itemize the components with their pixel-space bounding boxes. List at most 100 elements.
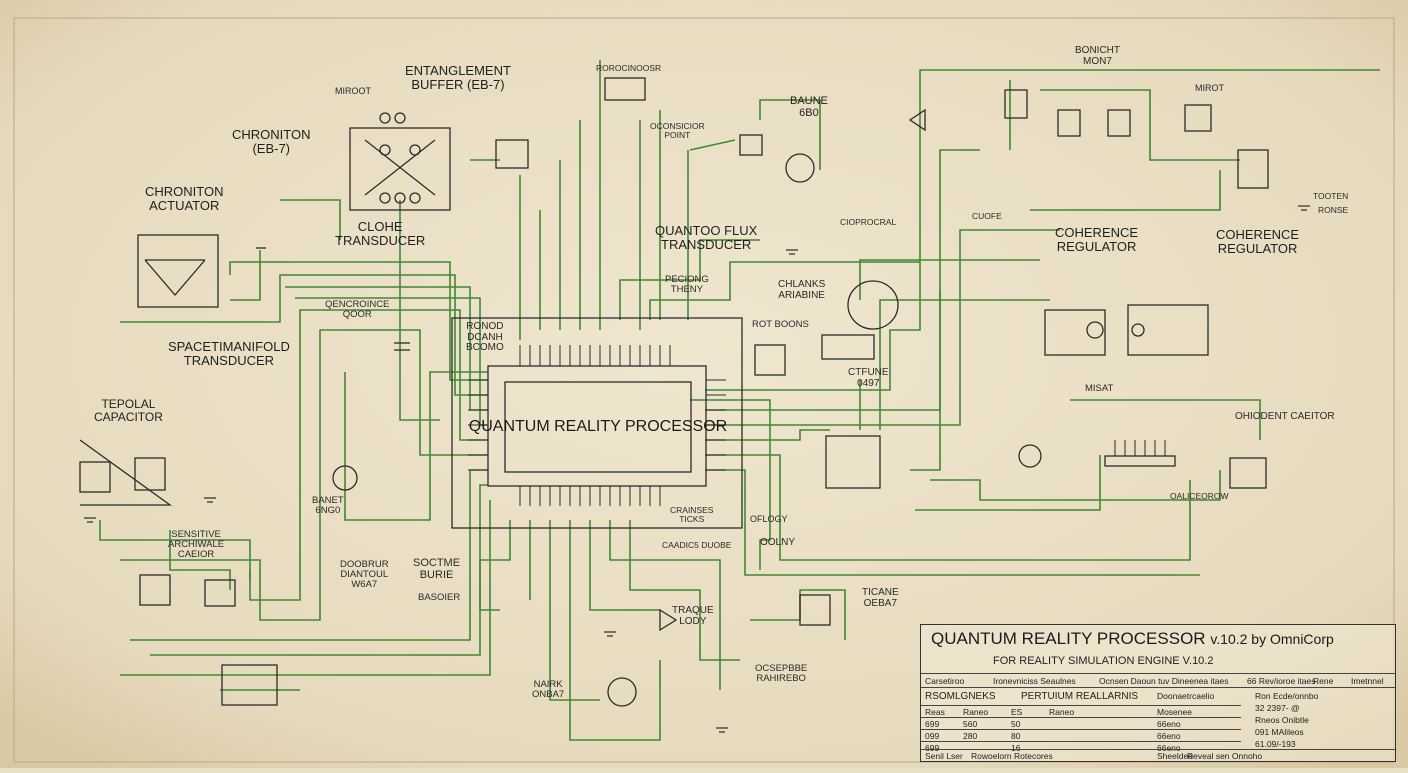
components: [79, 77, 1269, 707]
baiet-element: [332, 465, 358, 491]
annot-s4: CRAINSES TICKS: [670, 505, 714, 524]
tb-h0: Carsetiroo: [925, 676, 965, 686]
label-coherence-regulator-1: COHERENCE REGULATOR: [1055, 225, 1139, 254]
label-misat: MISAT: [1085, 383, 1114, 394]
label-mirot: MIROOT: [335, 86, 371, 96]
annot-s5: CUOFE: [972, 211, 1002, 221]
label-coherence-regulator-2: COHERENCE REGULATOR: [1216, 227, 1300, 256]
tb-c11: 560: [963, 719, 978, 729]
title-block-data-row-3: 699 16 66eno: [921, 741, 1241, 753]
tb-right-0: 32 2397- @: [1255, 703, 1300, 713]
tb-f2: Sheeldeo: [1157, 751, 1193, 761]
coherence-regulator-box-2: [1127, 304, 1209, 356]
annot-s1: ROROCINOOSR: [596, 63, 662, 73]
tb-c24: 66eno: [1157, 731, 1181, 741]
tb-h3: 66 Rev/ioroe itaes: [1247, 676, 1316, 686]
label-spacetime-transducer: SPACETIMANIFOLD TRANSDUCER: [168, 339, 290, 368]
tb-r2-3: Ron Ecde/onnbo: [1255, 691, 1319, 701]
baune-transistor: [785, 153, 815, 183]
tb-c30: 699: [925, 743, 940, 753]
label-nairk: NAIRK ONBA7: [532, 679, 565, 700]
title-block-header-row: Carsetiroo Ironevniciss Seaulnes Ocnsen …: [921, 673, 1395, 686]
label-basoier: BASOIER: [418, 592, 461, 603]
label-chroniton-actuator: CHRONITON ACTUATOR: [145, 184, 224, 213]
title-block-data-row-1: 699 560 50 66eno: [921, 717, 1241, 729]
label-tepolal-capacitor: TEPOLAL CAPACITOR: [94, 397, 163, 424]
label-quantum-flux-transducer: QUANTOO FLUX TRANSDUCER: [655, 223, 758, 252]
tb-h1: Ironevniciss Seaulnes: [993, 676, 1076, 686]
label-doobrur: DOOBRUR DIANTOUL W6A7: [340, 559, 389, 590]
chlanks-component: [847, 280, 899, 330]
label-chroniton-eb7: CHRONITON (EB-7): [232, 127, 311, 156]
entanglement-buffer-box: [349, 127, 451, 211]
title-block-title-text: QUANTUM REALITY PROCESSOR: [931, 629, 1206, 648]
label-ctfune: CTFUNE 0497: [848, 367, 889, 389]
tb-c34: 66eno: [1157, 743, 1181, 753]
ground-symbols: [84, 205, 1310, 733]
label-bonicht: BONICHT MON7: [1075, 45, 1120, 67]
tb-c20: 099: [925, 731, 940, 741]
tb-c03: Raneo: [1049, 707, 1075, 717]
label-baiet: BANET 6NG0: [312, 495, 344, 516]
title-block: QUANTUM REALITY PROCESSOR v.10.2 by Omni…: [920, 624, 1396, 762]
title-block-row-2: RSOMLGNEKS PERTUIUM REALLARNIS Doonaetrc…: [921, 687, 1395, 702]
label-rot-boons: ROT BOONS: [752, 319, 809, 330]
label-ticane: TICANE OEBA7: [862, 587, 899, 609]
label-oconsicior: OCONSICIOR POINT: [650, 121, 705, 140]
tb-right-2: 091 MAlileos: [1255, 727, 1304, 737]
coherence-regulator-box-1: [1044, 309, 1106, 356]
annot-s2: CIOPROCRAL: [840, 217, 897, 227]
tb-c00: Reas: [925, 707, 945, 717]
label-qencroinge: QENCROINCE QOOR: [325, 299, 390, 320]
tb-f3: Reveal sen Onnoho: [1187, 751, 1263, 761]
tb-c10: 699: [925, 719, 940, 729]
annot-s8: RONSE: [1318, 205, 1349, 215]
tb-c01: Raneo: [963, 707, 989, 717]
annot-s6: OALICEOROW: [1170, 491, 1229, 501]
label-baune: BAUNE 6B0: [790, 95, 828, 119]
label-entanglement-buffer: ENTANGLEMENT BUFFER (EB-7): [405, 63, 511, 92]
label-pecioing: PECIONG THENY: [665, 274, 709, 295]
tb-c21: 280: [963, 731, 978, 741]
label-rondo: RONOD DCANH BCOMO: [466, 321, 504, 353]
tb-f1: Rowoelorn Rotecores: [971, 751, 1053, 761]
label-traque: TRAQUE LODY: [672, 605, 714, 627]
label-oolny: OOLNY: [760, 537, 796, 548]
label-soctme: SOCTME BURIE: [413, 557, 461, 581]
chroniton-actuator-box: [137, 234, 219, 308]
tb-right-1: Rneos Onibtle: [1255, 715, 1309, 725]
title-block-data-row-0: Reas Raneo ES Raneo Mosenee: [921, 705, 1241, 717]
tb-h2: Ocnsen Daoun tuv Dineenea itaes: [1099, 676, 1229, 686]
processor-outer-frame: [451, 317, 743, 529]
tb-c02: ES: [1011, 707, 1023, 717]
tb-r2-0: RSOMLGNEKS: [925, 691, 996, 702]
tb-r2-2: Doonaetrcaelio: [1157, 691, 1215, 701]
annot-s7: TOOTEN: [1313, 191, 1349, 201]
sheet-border: [13, 17, 1395, 763]
title-block-data-row-2: 099 280 80 66eno: [921, 729, 1241, 741]
tb-r2-1: PERTUIUM REALLARNIS: [1021, 691, 1139, 702]
tb-c32: 16: [1011, 743, 1021, 753]
label-chlanks: CHLANKS ARIABINE: [778, 279, 826, 301]
traque-opamp: [659, 608, 678, 632]
tb-c14: 66eno: [1157, 719, 1181, 729]
tb-c12: 50: [1011, 719, 1021, 729]
tb-h5: Imetnnel: [1351, 676, 1384, 686]
label-ocsepbbe: OCSEPBBE RAHIREBO: [755, 663, 808, 684]
processor-label: QUANTUM REALITY PROCESSOR: [468, 418, 728, 435]
label-sensitive: SENSITIVE ARCHIWALE CAEIOR: [168, 529, 225, 560]
title-block-footer: Senil Lser Rowoelorn Rotecores Sheeldeo …: [921, 749, 1395, 761]
nairk-element: [607, 677, 637, 707]
title-block-subtitle: FOR REALITY SIMULATION ENGINE V.10.2: [993, 655, 1214, 667]
title-block-title: QUANTUM REALITY PROCESSOR v.10.2 by Omni…: [931, 629, 1334, 649]
tb-right-3: 61.09/-193: [1255, 739, 1296, 749]
tb-c22: 80: [1011, 731, 1021, 741]
processor-pins: [468, 345, 1166, 506]
tb-f0: Senil Lser: [925, 751, 963, 761]
processor-chip-body: [487, 365, 707, 487]
title-block-version: v.10.2 by OmniCorp: [1210, 631, 1334, 647]
tb-c04: Mosenee: [1157, 707, 1192, 717]
tb-h4: Rene: [1313, 676, 1334, 686]
